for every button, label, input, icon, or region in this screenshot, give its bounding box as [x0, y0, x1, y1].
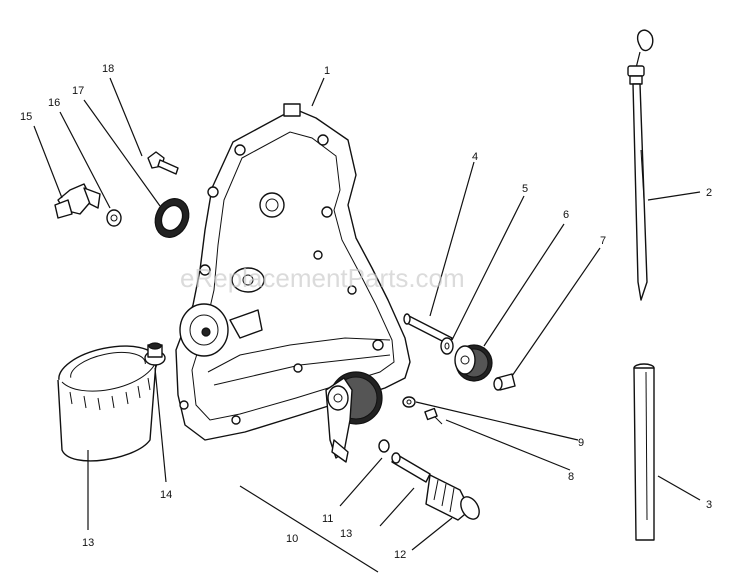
screw-part-8: [424, 407, 443, 425]
oil-seal-part-17: [154, 198, 190, 238]
watermark: eReplacementParts.com: [180, 263, 465, 293]
plug-part-7: [493, 373, 516, 391]
callout-18: 18: [102, 63, 114, 75]
callout-17: 17: [72, 85, 84, 97]
shaft-pin-part-4: [403, 313, 453, 345]
oil-pump-gear-assembly: [325, 371, 383, 463]
callout-16: 16: [48, 97, 60, 109]
callout-7: 7: [600, 235, 606, 247]
washer-part-5: [440, 337, 454, 355]
gear-cover-part-1: [175, 103, 411, 441]
oil-filter-part-13: [57, 345, 158, 462]
callout-13-tube: 13: [340, 528, 352, 540]
pickup-tube-part-13: [391, 452, 431, 483]
callout-1: 1: [324, 65, 330, 77]
callout-2: 2: [706, 187, 712, 199]
oil-pickup-part-12: [425, 474, 480, 521]
callout-4: 4: [472, 151, 478, 163]
callout-labels: 1 2 3 4 5 6 7 8 9 10 11 12 13 13 14 15 1…: [20, 63, 712, 561]
o-ring-part-11: [378, 439, 390, 453]
callout-13-filter: 13: [82, 537, 94, 549]
leader-lines: [33, 77, 701, 573]
callout-5: 5: [522, 183, 528, 195]
washer-part-9: [402, 396, 416, 408]
callout-9: 9: [578, 437, 584, 449]
elbow-fitting-part-15: [54, 183, 101, 219]
callout-15: 15: [20, 111, 32, 123]
callout-11: 11: [322, 513, 333, 525]
callout-6: 6: [563, 209, 569, 221]
callout-3: 3: [706, 499, 712, 511]
callout-8: 8: [568, 471, 574, 483]
callout-14: 14: [160, 489, 172, 501]
callout-12: 12: [394, 549, 406, 561]
filter-nipple-part-14: [144, 342, 166, 366]
washer-part-16: [106, 209, 122, 227]
bolt-part-18: [147, 151, 179, 175]
dipstick-part-2: [627, 29, 654, 301]
callout-10: 10: [286, 533, 298, 545]
gear-part-6: [454, 344, 493, 382]
dipstick-tube-part-3: [633, 363, 655, 541]
